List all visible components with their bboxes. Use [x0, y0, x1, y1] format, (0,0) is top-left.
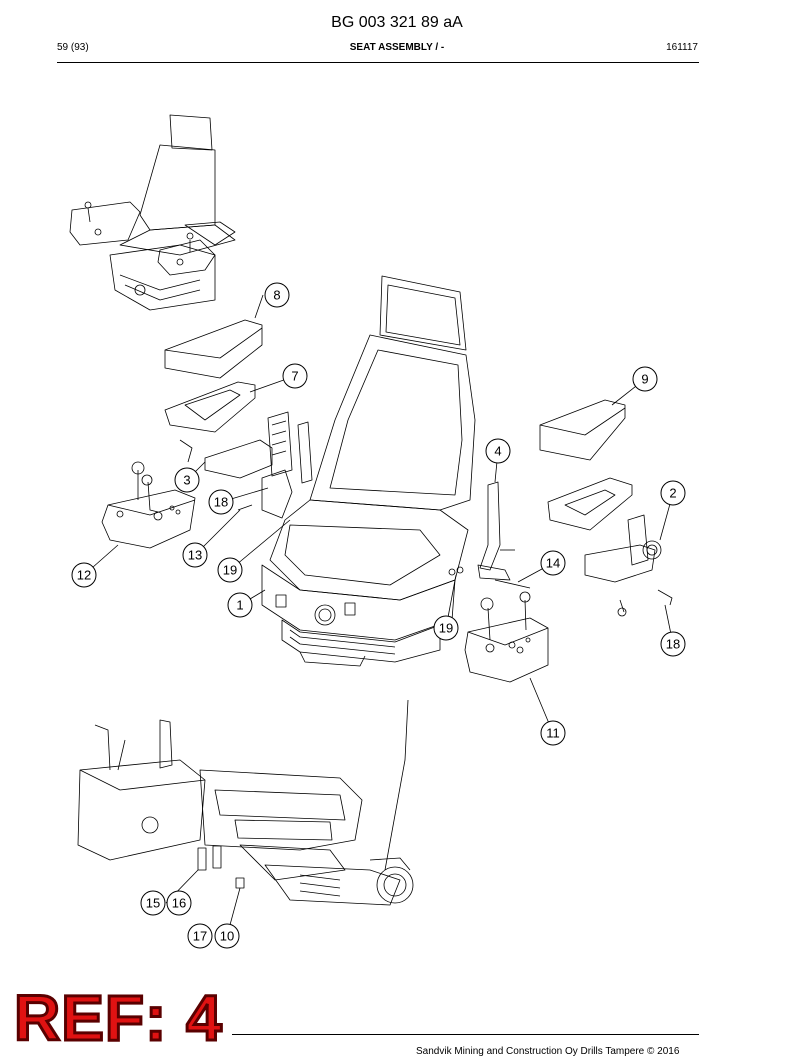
callout-10: 11 [540, 720, 566, 746]
callout-4: 4 [485, 438, 511, 464]
svg-text:3: 3 [183, 473, 190, 488]
svg-text:17: 17 [193, 929, 207, 944]
svg-text:19: 19 [439, 621, 453, 636]
svg-text:19: 19 [223, 563, 237, 578]
callout-18-b: 18 [660, 631, 686, 657]
header-rule [57, 62, 699, 63]
svg-text:2: 2 [669, 486, 676, 501]
callout-12: 13 [182, 542, 208, 568]
callout-16: 17 [187, 923, 213, 949]
copyright-text: Sandvik Mining and Construction Oy Drill… [416, 1046, 680, 1057]
svg-text:8: 8 [273, 288, 280, 303]
overview-seat-illustration [69, 114, 236, 311]
callout-2: 2 [660, 480, 686, 506]
svg-text:18: 18 [666, 637, 680, 652]
detail-view-illustration [77, 699, 414, 906]
callout-19-b: 19 [433, 615, 459, 641]
svg-text:10: 10 [220, 929, 234, 944]
svg-text:14: 14 [546, 556, 560, 571]
svg-text:16: 16 [172, 896, 186, 911]
svg-text:4: 4 [494, 444, 501, 459]
callout-8: 9 [632, 366, 658, 392]
callout-7: 7 [282, 363, 308, 389]
svg-text:1: 1 [236, 598, 243, 613]
callout-11: 12 [71, 562, 97, 588]
document-id: BG 003 321 89 aA [331, 14, 463, 31]
svg-text:11: 11 [546, 726, 560, 741]
svg-text:9: 9 [641, 372, 648, 387]
callout-13: 14 [540, 550, 566, 576]
callout-17: 10 [214, 923, 240, 949]
svg-text:12: 12 [77, 568, 91, 583]
svg-text:15: 15 [146, 896, 160, 911]
armrest-cushion-9 [164, 319, 263, 379]
main-seat-illustration [261, 275, 476, 667]
svg-text:7: 7 [291, 369, 298, 384]
callout-1: 1 [227, 592, 253, 618]
page-title: SEAT ASSEMBLY / - [349, 42, 445, 53]
callout-18: 18 [208, 489, 234, 515]
page-number: 59 (93) [57, 42, 89, 53]
ref-stamp: REF: 4 [13, 982, 224, 1054]
svg-text:18: 18 [214, 495, 228, 510]
footer-rule [232, 1034, 699, 1035]
svg-text:13: 13 [188, 548, 202, 563]
document-date: 161117 [666, 42, 698, 53]
callout-15: 16 [166, 890, 192, 916]
callout-19: 19 [217, 557, 243, 583]
callout-3: 3 [174, 467, 200, 493]
callout-9: 8 [264, 282, 290, 308]
callout-14: 15 [140, 890, 166, 916]
